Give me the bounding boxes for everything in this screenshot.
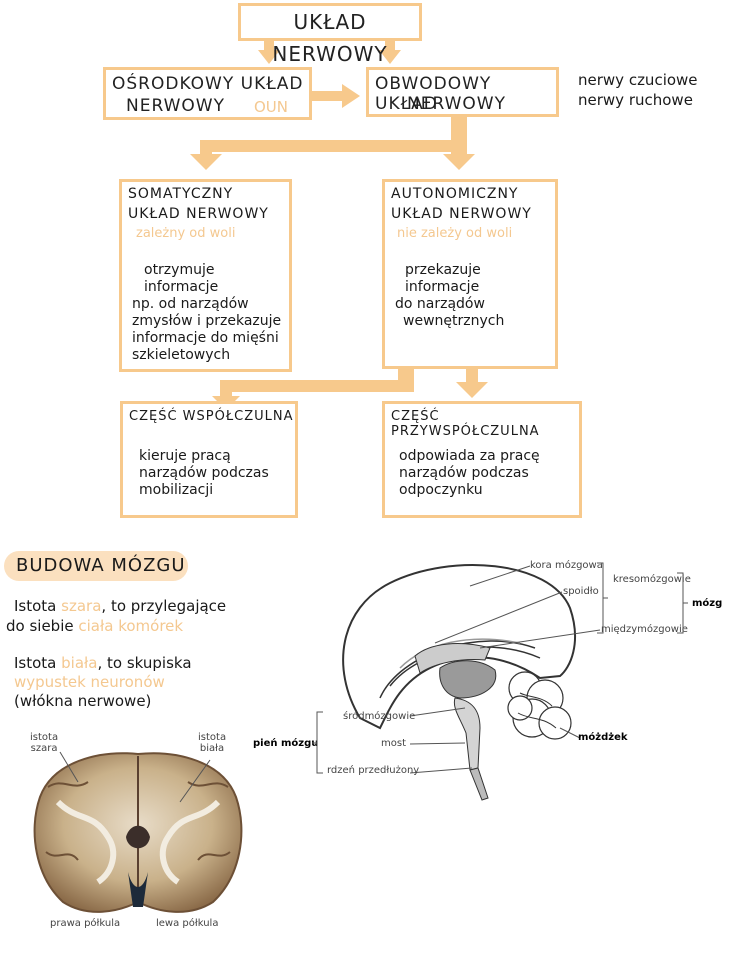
parasympathetic-body: odpowiada za pracę narządów podczas odpo…: [399, 448, 540, 499]
grey-w5: ciała komórek: [78, 617, 184, 635]
white-w4: wypustek neuronów: [14, 673, 165, 691]
somatic-body-line: otrzymuje informacje: [144, 262, 219, 295]
parasympathetic-body-line: odpoczynku: [399, 482, 483, 498]
sympathetic-body-line: mobilizacji: [139, 482, 214, 498]
label-midbrain: śródmózgowie: [343, 711, 416, 722]
sympathetic-title: CZĘŚĆ WSPÓŁCZULNA: [129, 409, 294, 424]
peripheral-line2: NERWOWY: [407, 94, 506, 114]
somatic-body-line: np. od narządów: [132, 296, 249, 312]
central-line1: OŚRODKOWY UKŁAD: [112, 74, 304, 94]
white-w1: Istota: [14, 654, 57, 672]
parasympathetic-box: CZĘŚĆ PRZYWSPÓŁCZULNA odpowiada za pracę…: [382, 401, 582, 518]
white-w2: biała: [61, 654, 98, 672]
peripheral-notes: nerwy czuciowe nerwy ruchowe: [578, 70, 698, 110]
label-medulla: rdzeń przedłużony: [327, 765, 420, 776]
note-motor-nerves: nerwy ruchowe: [578, 91, 693, 109]
peripheral-nervous-system-box: OBWODOWY UKŁAD NERWOWY: [366, 67, 559, 117]
label-brainstem: pień mózgu: [253, 738, 319, 749]
brain-section-title: BUDOWA MÓZGU: [16, 555, 186, 576]
label-corpus-callosum: spoidło: [563, 586, 599, 597]
sympathetic-body-line: narządów podczas: [139, 465, 269, 481]
grey-w4: do siebie: [6, 617, 74, 635]
somatic-body: otrzymuje informacje np. od narządów zmy…: [132, 262, 289, 364]
label-cerebellum: móżdżek: [578, 732, 628, 743]
photo-white-label-line: istota: [198, 732, 227, 743]
label-pons: most: [381, 738, 406, 749]
sympathetic-box: CZĘŚĆ WSPÓŁCZULNA kieruje pracą narządów…: [120, 401, 298, 518]
somatic-sub: zależny od woli: [136, 226, 236, 241]
autonomic-body: przekazuje informacje do narządów wewnęt…: [395, 262, 555, 330]
brain-coronal-section-image: [33, 751, 243, 913]
label-cortex: kora mózgowa: [530, 560, 603, 571]
peripheral-line1: OBWODOWY UKŁAD: [375, 74, 492, 114]
central-line2: NERWOWY: [126, 96, 225, 116]
parasympathetic-body-line: narządów podczas: [399, 465, 529, 481]
somatic-body-line: szkieletowych: [132, 347, 231, 363]
photo-white-label: istota biała: [198, 732, 226, 754]
autonomic-line2: UKŁAD NERWOWY: [391, 206, 532, 222]
photo-grey-label: istota szara: [30, 732, 58, 754]
somatic-body-line: zmysłów i przekazuje: [132, 313, 282, 329]
grey-w2: szara: [61, 597, 102, 615]
label-brain: mózg: [692, 598, 723, 609]
grey-matter-line1: Istota szara, to przylegające: [14, 596, 226, 616]
somatic-line1: SOMATYCZNY: [128, 186, 234, 202]
note-sensory-nerves: nerwy czuciowe: [578, 71, 698, 89]
photo-left-hemisphere: lewa półkula: [156, 918, 219, 929]
photo-grey-label-line: szara: [30, 743, 58, 754]
autonomic-sub: nie zależy od woli: [397, 226, 513, 241]
parasympathetic-body-line: odpowiada za pracę: [399, 448, 540, 464]
grey-w1: Istota: [14, 597, 57, 615]
autonomic-body-line: przekazuje informacje: [405, 262, 481, 295]
autonomic-system-box: AUTONOMICZNY UKŁAD NERWOWY nie zależy od…: [382, 179, 558, 369]
somatic-body-line: informacje do mięśni: [132, 330, 279, 346]
flow-arrows: [190, 38, 488, 410]
white-w5: (włókna nerwowe): [14, 692, 152, 710]
central-abbr: OUN: [254, 98, 289, 116]
nervous-system-title: UKŁAD NERWOWY: [272, 10, 388, 66]
white-matter-line1: Istota biała, to skupiska: [14, 654, 192, 673]
white-w3: , to skupiska: [97, 654, 192, 672]
autonomic-body-line: do narządów: [395, 296, 485, 312]
somatic-line2: UKŁAD NERWOWY: [128, 206, 269, 222]
photo-grey-label-line: istota: [30, 732, 59, 743]
photo-right-hemisphere: prawa półkula: [50, 918, 121, 929]
grey-matter-definition: Istota szara, to przylegające do siebie …: [6, 596, 226, 636]
sympathetic-body-line: kieruje pracą: [139, 448, 231, 464]
parasympathetic-title: CZĘŚĆ PRZYWSPÓŁCZULNA: [391, 409, 540, 439]
grey-matter-line2: do siebie ciała komórek: [6, 616, 226, 636]
autonomic-line1: AUTONOMICZNY: [391, 186, 519, 202]
somatic-system-box: SOMATYCZNY UKŁAD NERWOWY zależny od woli…: [119, 179, 292, 372]
sympathetic-body: kieruje pracą narządów podczas mobilizac…: [139, 448, 269, 499]
photo-white-label-line: biała: [199, 743, 225, 754]
label-telencephalon: kresomózgowie: [613, 574, 691, 585]
autonomic-body-line: wewnętrznych: [403, 313, 505, 329]
white-matter-definition: Istota biała, to skupiska wypustek neuro…: [14, 654, 192, 711]
brain-sagittal-diagram: [342, 564, 601, 801]
label-diencephalon: międzymózgowie: [601, 624, 688, 635]
brain-section-heading: BUDOWA MÓZGU: [4, 551, 188, 581]
nervous-system-box: UKŁAD NERWOWY: [238, 3, 422, 66]
central-nervous-system-box: OŚRODKOWY UKŁAD NERWOWY OUN: [103, 67, 312, 120]
grey-w3: , to przylegające: [101, 597, 227, 615]
